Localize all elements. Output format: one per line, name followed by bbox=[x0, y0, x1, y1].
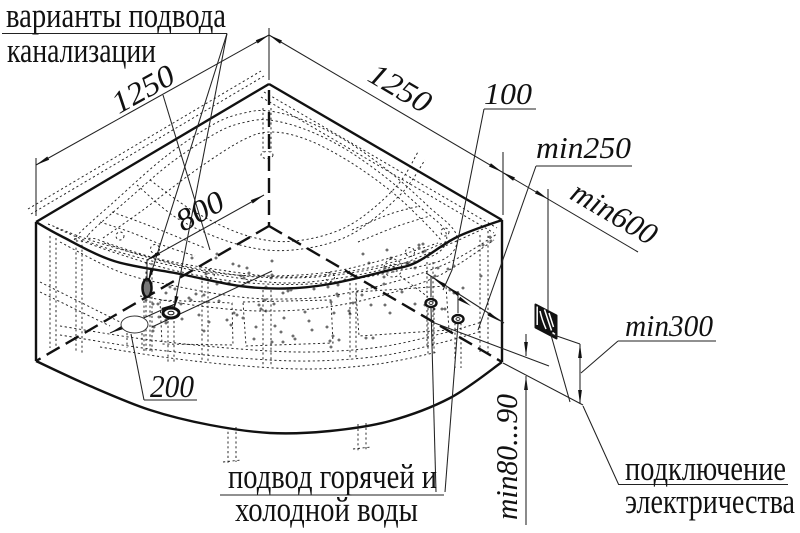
svg-text:200: 200 bbox=[150, 368, 194, 404]
svg-text:min80...90: min80...90 bbox=[489, 394, 524, 520]
svg-text:канализации: канализации bbox=[7, 31, 156, 70]
svg-text:электричества: электричества bbox=[625, 482, 795, 521]
svg-text:холодной воды: холодной воды bbox=[235, 490, 418, 528]
svg-text:min250: min250 bbox=[536, 130, 632, 165]
svg-text:100: 100 bbox=[484, 76, 533, 111]
svg-text:подключение: подключение bbox=[625, 449, 786, 488]
svg-text:варианты подвода: варианты подвода bbox=[6, 0, 226, 35]
svg-text:подвод горячей и: подвод горячей и bbox=[228, 457, 437, 496]
svg-text:min300: min300 bbox=[625, 308, 713, 343]
